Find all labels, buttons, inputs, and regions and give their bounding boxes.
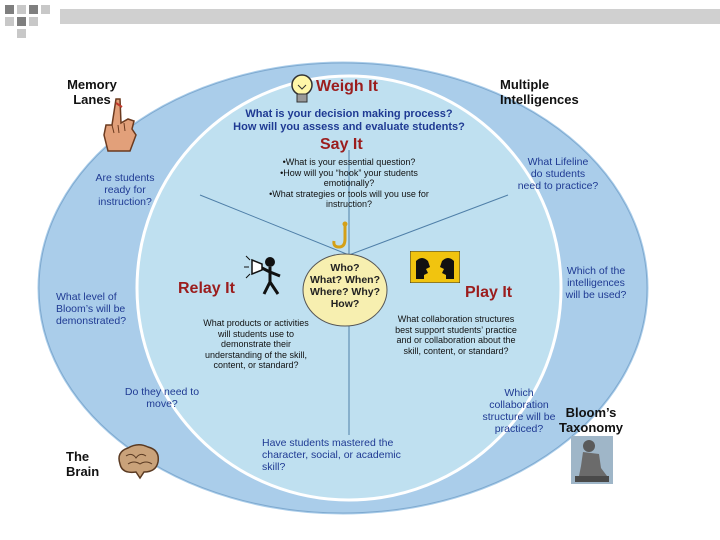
deco-square xyxy=(16,28,27,39)
deco-square xyxy=(28,16,39,27)
outer-ellipse-edge xyxy=(38,62,648,514)
relay-it-line: content, or standard? xyxy=(213,360,299,370)
outer-upper-right-line: do students xyxy=(530,168,586,180)
say-it-line: •How will you “hook” your students xyxy=(280,167,418,178)
lightbulb-icon xyxy=(291,74,313,103)
outer-bottom-line: Have students mastered the xyxy=(262,437,394,449)
brain-icon xyxy=(118,444,160,480)
outer-lower-right-line: Which xyxy=(504,387,534,399)
outer-left-question: What level of Bloom’s will be demonstrat… xyxy=(56,291,138,327)
hand-icon xyxy=(103,98,137,152)
play-it-line: and or collaboration about the xyxy=(396,335,516,345)
relay-it-line: will students use to xyxy=(217,328,295,339)
say-it-line: •What is your essential question? xyxy=(282,157,416,167)
outer-right-line: will be used? xyxy=(565,289,627,301)
divider-left xyxy=(199,194,350,256)
outer-left-line: What level of xyxy=(56,291,117,303)
the-brain-line: The xyxy=(66,449,90,464)
center-line: What? When? xyxy=(310,274,380,286)
center-oval xyxy=(302,253,388,327)
outer-left-line: demonstrated? xyxy=(56,315,127,327)
outer-lower-right-line: structure will be xyxy=(482,411,556,423)
play-it-heading: Play It xyxy=(465,284,513,301)
hook-icon xyxy=(332,221,348,249)
outer-lower-left-question: Do they need to move? xyxy=(112,386,212,410)
outer-top-question: What is your decision making process? Ho… xyxy=(218,108,480,133)
center-line: Who? xyxy=(330,262,360,274)
relay-it-line: demonstrate their xyxy=(220,339,292,349)
relay-it-line: understanding of the skill, xyxy=(204,349,308,360)
multiple-intelligences-label: Multiple Intelligences xyxy=(500,77,579,107)
outer-upper-right-line: need to practice? xyxy=(517,180,599,192)
megaphone-figure-icon xyxy=(244,255,281,295)
outer-lower-left-line: Do they need to xyxy=(124,386,200,398)
memory-lanes-line: Lanes xyxy=(73,92,111,107)
relay-it-heading: Relay It xyxy=(178,280,235,297)
center-line: Where? Why? xyxy=(310,286,380,298)
outer-top-line: What is your decision making process? xyxy=(245,108,453,120)
say-it-questions: •What is your essential question? •How w… xyxy=(254,157,444,210)
outer-lower-right-question: Which collaboration structure will be pr… xyxy=(470,387,568,435)
outer-upper-left-line: ready for xyxy=(104,184,146,196)
outer-left-line: Bloom’s will be xyxy=(56,303,126,315)
outer-right-line: Which of the xyxy=(566,265,626,277)
outer-upper-right-question: What Lifeline do students need to practi… xyxy=(508,156,608,192)
relay-it-text: What products or activities will student… xyxy=(186,318,326,371)
multiple-intelligences-line: Intelligences xyxy=(500,92,579,107)
outer-bottom-question: Have students mastered the character, so… xyxy=(262,437,442,473)
play-it-line: skill, content, or standard? xyxy=(403,345,509,356)
center-questions: Who? What? When? Where? Why? How? xyxy=(298,262,392,310)
play-it-line: best support students’ practice xyxy=(395,324,517,335)
the-brain-line: Brain xyxy=(66,464,100,479)
blooms-taxonomy-line: Bloom’s xyxy=(565,405,617,420)
deco-square xyxy=(16,16,27,27)
blooms-taxonomy-label: Bloom’s Taxonomy xyxy=(554,405,628,435)
outer-lower-right-line: collaboration xyxy=(489,399,549,411)
deco-square xyxy=(28,4,39,15)
say-it-line: instruction? xyxy=(325,199,373,209)
outer-top-line: How will you assess and evaluate student… xyxy=(233,120,465,133)
outer-lower-left-line: move? xyxy=(146,398,178,410)
outer-lower-right-line: practiced? xyxy=(494,423,544,435)
deco-square xyxy=(16,4,27,15)
outer-upper-left-line: instruction? xyxy=(98,196,152,208)
deco-square xyxy=(4,4,15,15)
outer-upper-left-line: Are students xyxy=(95,172,155,184)
multiple-intelligences-line: Multiple xyxy=(500,77,550,92)
outer-bottom-line: character, social, or academic xyxy=(262,449,401,461)
outer-upper-right-line: What Lifeline xyxy=(527,156,589,168)
say-it-line: emotionally? xyxy=(323,178,375,188)
two-faces-icon xyxy=(410,251,460,283)
blooms-taxonomy-line: Taxonomy xyxy=(558,420,624,435)
outer-right-line: intelligences xyxy=(567,277,625,289)
say-it-line: •What strategies or tools will you use f… xyxy=(269,188,429,199)
play-it-line: What collaboration structures xyxy=(397,314,515,324)
relay-it-line: What products or activities xyxy=(203,318,309,328)
outer-bottom-line: skill? xyxy=(262,461,286,473)
the-brain-label: The Brain xyxy=(66,449,99,479)
deco-square xyxy=(40,4,51,15)
divider-right xyxy=(348,194,509,256)
memory-lanes-label: Memory Lanes xyxy=(62,77,122,107)
play-it-text: What collaboration structures best suppo… xyxy=(386,314,526,356)
top-decorative-bar xyxy=(60,9,720,24)
weigh-it-heading: Weigh It xyxy=(316,78,378,95)
thinker-statue-icon xyxy=(571,436,613,484)
outer-upper-left-question: Are students ready for instruction? xyxy=(90,172,160,208)
center-line: How? xyxy=(330,298,360,310)
say-it-heading: Say It xyxy=(320,136,363,153)
memory-lanes-line: Memory xyxy=(67,77,117,92)
deco-square xyxy=(4,16,15,27)
outer-right-question: Which of the intelligences will be used? xyxy=(557,265,635,301)
